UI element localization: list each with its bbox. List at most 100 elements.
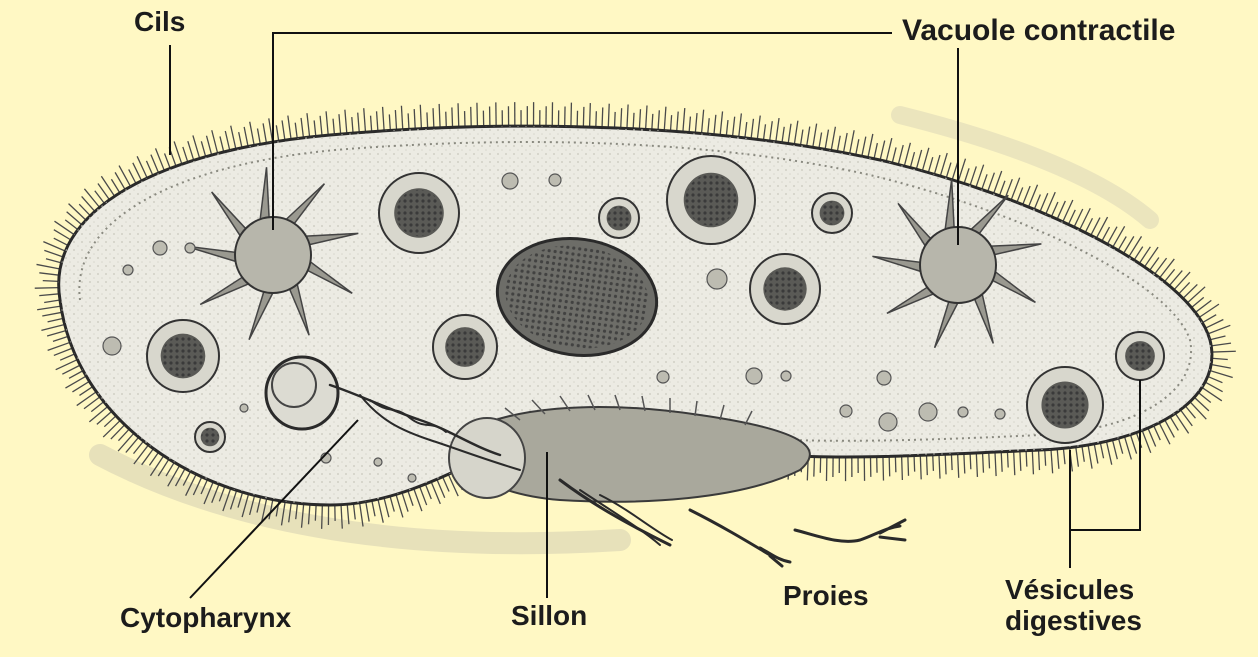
cilium: [1082, 446, 1084, 462]
cilium: [951, 454, 952, 470]
cilium: [46, 259, 61, 263]
cilium: [920, 455, 921, 479]
cilium: [683, 108, 685, 132]
cilium: [1148, 428, 1156, 446]
cilium: [389, 114, 390, 130]
cilium: [239, 132, 242, 148]
cilium: [425, 484, 431, 499]
cilium: [1118, 237, 1126, 251]
label-vacuole-contractile: Vacuole contractile: [902, 14, 1175, 47]
cilium: [231, 126, 236, 149]
cilium: [1112, 440, 1117, 459]
cilium: [1040, 193, 1048, 211]
label-vesicules-line2: digestives: [1005, 606, 1142, 637]
cilium: [408, 113, 409, 129]
cilium: [372, 501, 375, 517]
cilium: [420, 105, 421, 129]
cilium: [1187, 287, 1205, 303]
cilium: [250, 122, 254, 146]
cilium: [1211, 343, 1231, 346]
granule: [995, 409, 1005, 419]
cilium: [60, 354, 75, 360]
cilium: [922, 148, 929, 171]
cilium: [1118, 438, 1122, 453]
cilium: [739, 113, 742, 137]
cilium: [366, 502, 369, 522]
cilium: [708, 118, 709, 134]
cilium: [44, 300, 60, 302]
cilium: [983, 453, 984, 473]
cilium: [614, 112, 615, 128]
cilium: [1211, 364, 1231, 368]
cilium: [880, 141, 885, 160]
vesicle-texture: [162, 335, 204, 377]
cilium: [1102, 227, 1110, 241]
cilium: [982, 174, 987, 189]
cilium: [326, 111, 328, 135]
cilium: [44, 250, 63, 257]
granule: [919, 403, 937, 421]
cilium: [1076, 447, 1079, 467]
cilium: [477, 103, 478, 127]
cilium: [452, 107, 453, 127]
cilium: [43, 281, 59, 282]
cilium: [439, 104, 440, 128]
cilium: [794, 121, 798, 145]
cilium: [964, 454, 965, 474]
cilium: [39, 294, 59, 296]
cilium: [183, 147, 188, 162]
cilium: [664, 107, 666, 131]
cilium: [1142, 430, 1151, 452]
cilium: [1039, 450, 1040, 470]
cilium: [670, 115, 671, 131]
vesicle-texture: [396, 190, 442, 236]
cilium: [714, 115, 716, 135]
vesicle-texture: [765, 269, 806, 310]
cilium: [813, 124, 817, 148]
cilium: [1134, 247, 1143, 260]
cilium: [1208, 376, 1223, 382]
cilium: [37, 264, 61, 269]
cilium: [1179, 282, 1190, 294]
cilium: [1129, 236, 1142, 256]
cilium: [934, 155, 940, 174]
label-vesicules-digestives: Vésicules digestives: [1005, 575, 1142, 637]
cilium: [1020, 451, 1021, 471]
cilium: [129, 169, 136, 183]
cilium: [933, 455, 934, 471]
vesicle-texture: [446, 328, 483, 365]
cilium: [39, 273, 59, 275]
cilium: [602, 107, 603, 127]
granule: [879, 413, 897, 431]
cilium: [1106, 441, 1111, 464]
granule: [877, 371, 891, 385]
cilium: [633, 113, 634, 129]
cilium: [443, 477, 449, 492]
cilium: [745, 122, 747, 138]
cilium: [995, 452, 996, 476]
cilium: [54, 348, 73, 355]
cilium: [825, 130, 828, 150]
cilium: [458, 103, 459, 127]
cilium: [53, 336, 68, 341]
cilium: [263, 123, 266, 143]
cilium: [652, 114, 653, 130]
cilium: [927, 455, 928, 475]
cilium: [79, 204, 90, 216]
cilium: [1212, 358, 1228, 359]
cilium: [608, 104, 609, 128]
cilium: [1001, 452, 1002, 472]
cilium: [726, 120, 728, 136]
cilium: [902, 456, 903, 480]
cilium: [883, 457, 884, 481]
cilium: [898, 145, 903, 164]
cilium: [69, 371, 83, 379]
cilium: [377, 111, 378, 131]
cilium: [390, 496, 394, 511]
cilium: [1014, 451, 1015, 475]
granule: [657, 371, 669, 383]
cilium: [314, 120, 316, 136]
cilium: [970, 166, 976, 185]
cilium: [994, 171, 1002, 194]
cilium: [396, 494, 403, 517]
